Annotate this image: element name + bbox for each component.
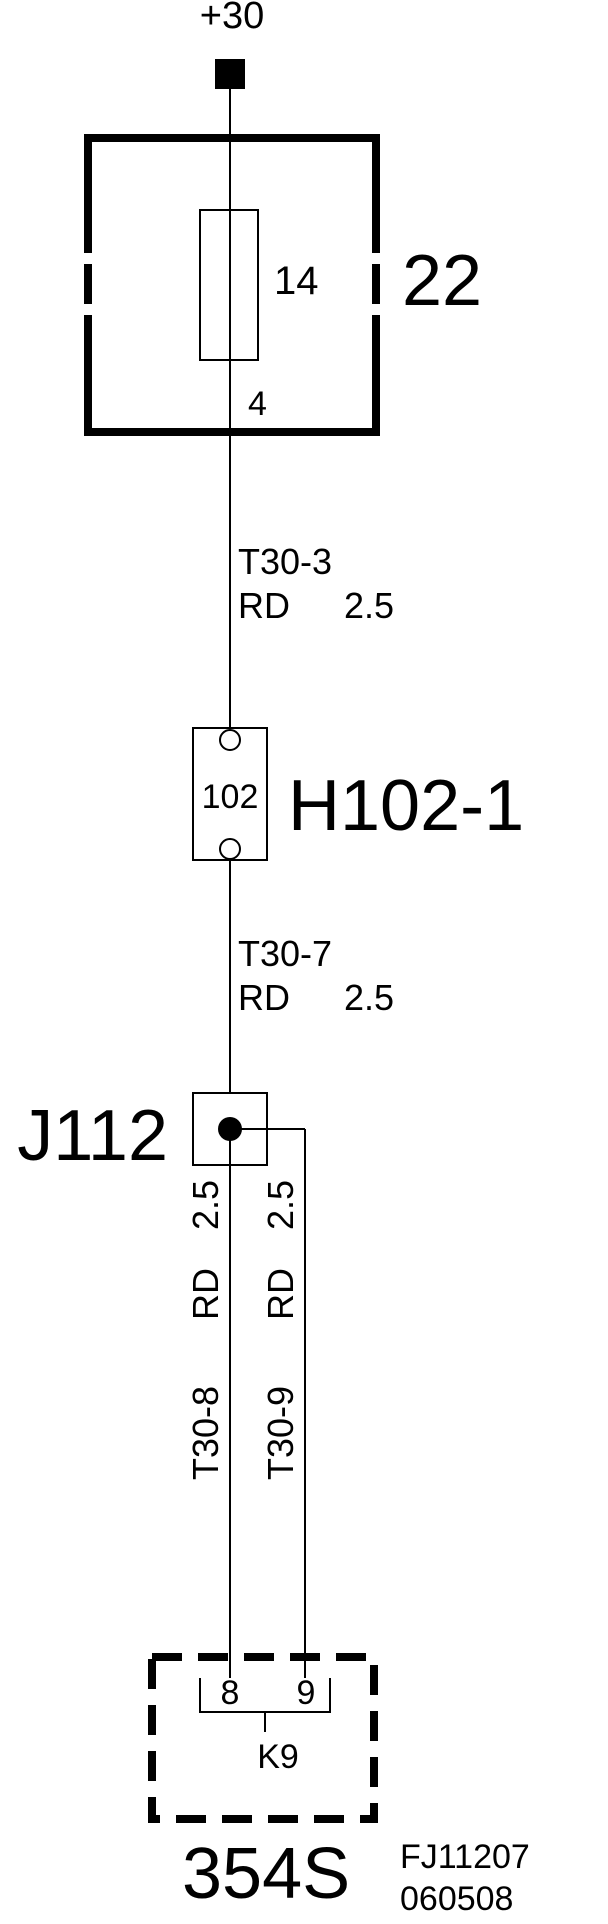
wire-t30-3-name: T30-3: [238, 541, 332, 582]
wire-t30-8-size: 2.5: [185, 1180, 226, 1230]
connector-k9-label: K9: [257, 1738, 299, 1776]
drawing-date: 060508: [400, 1880, 513, 1918]
fuse-number: 14: [274, 259, 319, 303]
connector-pin-bottom: [219, 838, 241, 860]
wire-t30-8-color: RD: [185, 1268, 226, 1320]
connector-pin-number: 102: [202, 778, 259, 816]
supply-label: +30: [200, 0, 264, 37]
wire-t30-7-size: 2.5: [344, 977, 394, 1018]
wire-t30-3-color: RD: [238, 585, 290, 626]
wire-t30-7-color: RD: [238, 977, 290, 1018]
wire-t30-9-name: T30-9: [260, 1386, 301, 1480]
connector-id: H102-1: [288, 766, 524, 846]
component-id: 354S: [182, 1834, 350, 1914]
pin-8-label: 8: [221, 1674, 240, 1712]
wire-t30-9-color: RD: [260, 1268, 301, 1320]
wire-t30-9-size: 2.5: [260, 1180, 301, 1230]
wire-t30-7-name: T30-7: [238, 933, 332, 974]
fuse-box-id: 22: [402, 241, 482, 321]
fuse-box-border: [84, 134, 380, 436]
pin-9-label: 9: [297, 1674, 316, 1712]
component-354s-border: [148, 1653, 378, 1823]
connector-pin-top: [219, 729, 241, 751]
splice-id: J112: [17, 1096, 168, 1176]
wire-t30-3-size: 2.5: [344, 585, 394, 626]
drawing-code: FJ11207: [400, 1838, 530, 1876]
wire-t30-8-name: T30-8: [185, 1386, 226, 1480]
k9-connector-bracket: [199, 1678, 331, 1732]
fuse-output-pin: 4: [248, 385, 267, 423]
